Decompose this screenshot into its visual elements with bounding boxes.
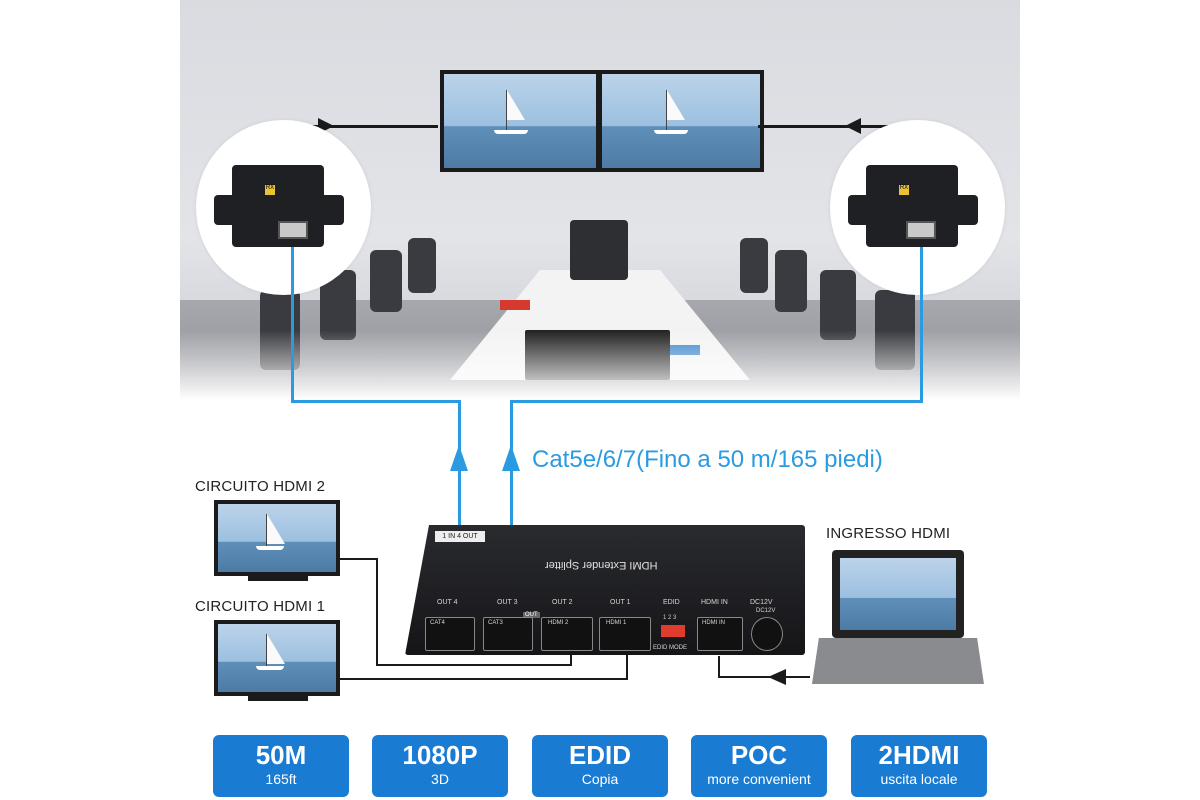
feature-subtitle: uscita locale bbox=[880, 771, 958, 787]
feature-badge: 50M 165ft bbox=[213, 735, 349, 797]
network-cable bbox=[920, 247, 923, 403]
cat3-port: CAT3 bbox=[483, 617, 533, 651]
arrow-left-icon bbox=[768, 669, 786, 685]
port-label: HDMI IN bbox=[701, 599, 728, 606]
feature-badge: POC more convenient bbox=[691, 735, 827, 797]
loop-monitor-2 bbox=[214, 500, 340, 576]
head-chair bbox=[570, 220, 628, 280]
network-cable bbox=[291, 400, 461, 403]
arrow-up-icon bbox=[450, 445, 468, 471]
arrow-up-icon bbox=[502, 445, 520, 471]
hdmi2-port: HDMI 2 bbox=[541, 617, 593, 651]
display-monitor-left bbox=[440, 70, 600, 172]
dip-label: 3 bbox=[673, 615, 677, 621]
rj45-port bbox=[278, 221, 308, 239]
chair bbox=[775, 250, 807, 312]
port-inner-label: DC12V bbox=[756, 608, 776, 614]
dip-label: 2 bbox=[668, 615, 672, 621]
loop-monitor-1 bbox=[214, 620, 340, 696]
port-label: OUT 2 bbox=[552, 599, 573, 606]
network-cable bbox=[510, 400, 513, 640]
hdmi1-port: HDMI 1 bbox=[599, 617, 651, 651]
cable-caption: Cat5e/6/7(Fino a 50 m/165 piedi) bbox=[532, 446, 883, 473]
loop-label-2: CIRCUITO HDMI 2 bbox=[195, 478, 326, 495]
display-monitor-right bbox=[598, 70, 764, 172]
sailboat-image bbox=[444, 74, 596, 168]
port-inner-label: HDMI 1 bbox=[606, 620, 627, 626]
sailboat-image bbox=[218, 624, 336, 692]
port-label: EDID bbox=[663, 599, 680, 606]
network-cable bbox=[291, 247, 294, 403]
chair bbox=[820, 270, 856, 340]
port-inner-label: CAT4 bbox=[430, 620, 445, 626]
feature-badge: EDID Copia bbox=[532, 735, 668, 797]
hdmi-extender-splitter: 1 IN 4 OUT HDMI Extender Splitter OUT 4 … bbox=[405, 525, 805, 655]
port-label: DC12V bbox=[750, 599, 773, 606]
hdmi-in-port: HDMI IN bbox=[697, 617, 743, 651]
hdmi-cable bbox=[336, 678, 628, 680]
port-label: OUT 1 bbox=[610, 599, 631, 606]
sailboat-image bbox=[840, 558, 956, 630]
network-cable bbox=[510, 400, 923, 403]
feature-subtitle: 165ft bbox=[265, 771, 297, 787]
laptop-keyboard bbox=[812, 638, 984, 684]
dip-label: 1 bbox=[663, 615, 667, 621]
hdmi-extender-right: RX bbox=[866, 165, 958, 247]
feature-subtitle: 3D bbox=[431, 771, 449, 787]
chair bbox=[408, 238, 436, 293]
hdmi-cable bbox=[336, 558, 378, 560]
hdmi-cable bbox=[718, 676, 810, 678]
sailboat-image bbox=[602, 74, 760, 168]
network-cable bbox=[458, 400, 461, 640]
hdmi-cable bbox=[718, 656, 720, 678]
feature-subtitle: more convenient bbox=[707, 771, 811, 787]
port-label: OUT 4 bbox=[437, 599, 458, 606]
edid-dip-switch bbox=[661, 625, 685, 637]
monitor-stand bbox=[248, 696, 308, 701]
feature-badge: 1080P 3D bbox=[372, 735, 508, 797]
feature-title: POC bbox=[730, 740, 788, 770]
dc-power-port: DC12V bbox=[751, 608, 783, 651]
port-inner-label: HDMI 2 bbox=[548, 620, 569, 626]
port-inner-label: CAT3 bbox=[488, 620, 503, 626]
room-fade bbox=[180, 330, 1020, 400]
port-inner-label: HDMI IN bbox=[702, 620, 725, 626]
extender-badge: RX bbox=[899, 185, 909, 195]
chair bbox=[370, 250, 402, 312]
monitor-stand bbox=[248, 576, 308, 581]
feature-badge: 2HDMI uscita locale bbox=[851, 735, 987, 797]
hdmi-cable bbox=[758, 125, 924, 128]
feature-subtitle: Copia bbox=[581, 771, 619, 787]
arrow-left-icon bbox=[845, 118, 861, 134]
feature-title: 2HDMI bbox=[878, 740, 960, 770]
hdmi-extender-left: RX bbox=[232, 165, 324, 247]
feature-title: EDID bbox=[568, 740, 632, 770]
sailboat-image bbox=[218, 504, 336, 572]
front-tag: 1 IN 4 OUT bbox=[435, 531, 485, 542]
hdmi-cable bbox=[376, 664, 572, 666]
extender-badge: RX bbox=[265, 185, 275, 195]
red-folder bbox=[500, 300, 530, 310]
rj45-port bbox=[906, 221, 936, 239]
feature-title: 50M bbox=[255, 740, 307, 770]
loop-label-1: CIRCUITO HDMI 1 bbox=[195, 598, 326, 615]
hdmi-cable bbox=[376, 558, 378, 666]
dip-numbers: 1 2 3 bbox=[663, 615, 676, 621]
hdmi-cable bbox=[292, 125, 438, 128]
chair bbox=[740, 238, 768, 293]
splitter-name: HDMI Extender Splitter bbox=[545, 559, 658, 571]
cat4-port: CAT4 bbox=[425, 617, 475, 651]
hdmi-cable bbox=[570, 648, 572, 666]
feature-title: 1080P bbox=[402, 740, 478, 770]
hdmi-cable bbox=[626, 648, 628, 680]
input-label: INGRESSO HDMI bbox=[826, 525, 951, 542]
laptop-screen bbox=[832, 550, 964, 638]
out-tag: OUT bbox=[523, 612, 540, 618]
port-label: OUT 3 bbox=[497, 599, 518, 606]
edid-mode-label: EDID MODE bbox=[653, 645, 688, 651]
